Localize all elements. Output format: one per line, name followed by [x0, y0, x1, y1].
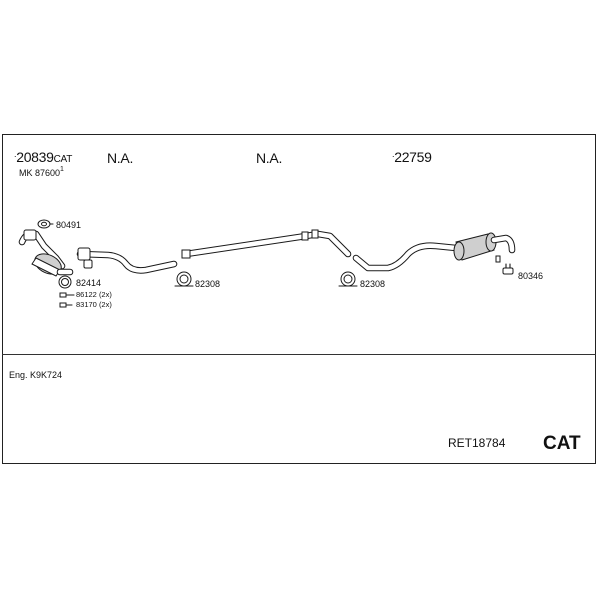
part-number-cat: .20839CAT — [14, 149, 72, 165]
callout-clamp-82308-b: 82308 — [360, 279, 386, 289]
diagram-divider — [2, 354, 596, 355]
callout-clamp-82308-a: 82308 — [195, 279, 221, 289]
hanger-80346-shape — [502, 263, 514, 275]
clamp-82414-shape — [58, 275, 72, 289]
kit-type: CAT — [543, 433, 581, 454]
catalytic-converter — [18, 229, 74, 277]
bolt-nut-shapes — [59, 292, 75, 308]
clamp-82308-b-shape — [338, 271, 358, 287]
callout-clamp-82414: 82414 — [76, 278, 102, 288]
kit-code: RET18784 — [448, 436, 506, 450]
engine-code: Eng. K9K724 — [9, 370, 63, 380]
callout-hanger: 80346 — [518, 271, 544, 281]
callout-bolt: 86122 (2x) — [76, 290, 112, 299]
gasket-80491-shape — [37, 219, 54, 229]
center-pipe — [181, 229, 352, 259]
mk-code: MK 876001 — [19, 166, 64, 178]
part-number-silencer: .22759 — [392, 149, 432, 165]
tick-mark: . — [14, 149, 17, 159]
front-pipe — [76, 247, 178, 274]
na-label-1: N.A. — [107, 150, 134, 166]
callout-gasket: 80491 — [56, 220, 82, 230]
diagram-frame — [2, 134, 596, 464]
callout-nut: 83170 (2x) — [76, 300, 112, 309]
na-label-2: N.A. — [256, 150, 283, 166]
rear-silencer — [352, 232, 516, 272]
clamp-82308-a-shape — [174, 271, 194, 287]
